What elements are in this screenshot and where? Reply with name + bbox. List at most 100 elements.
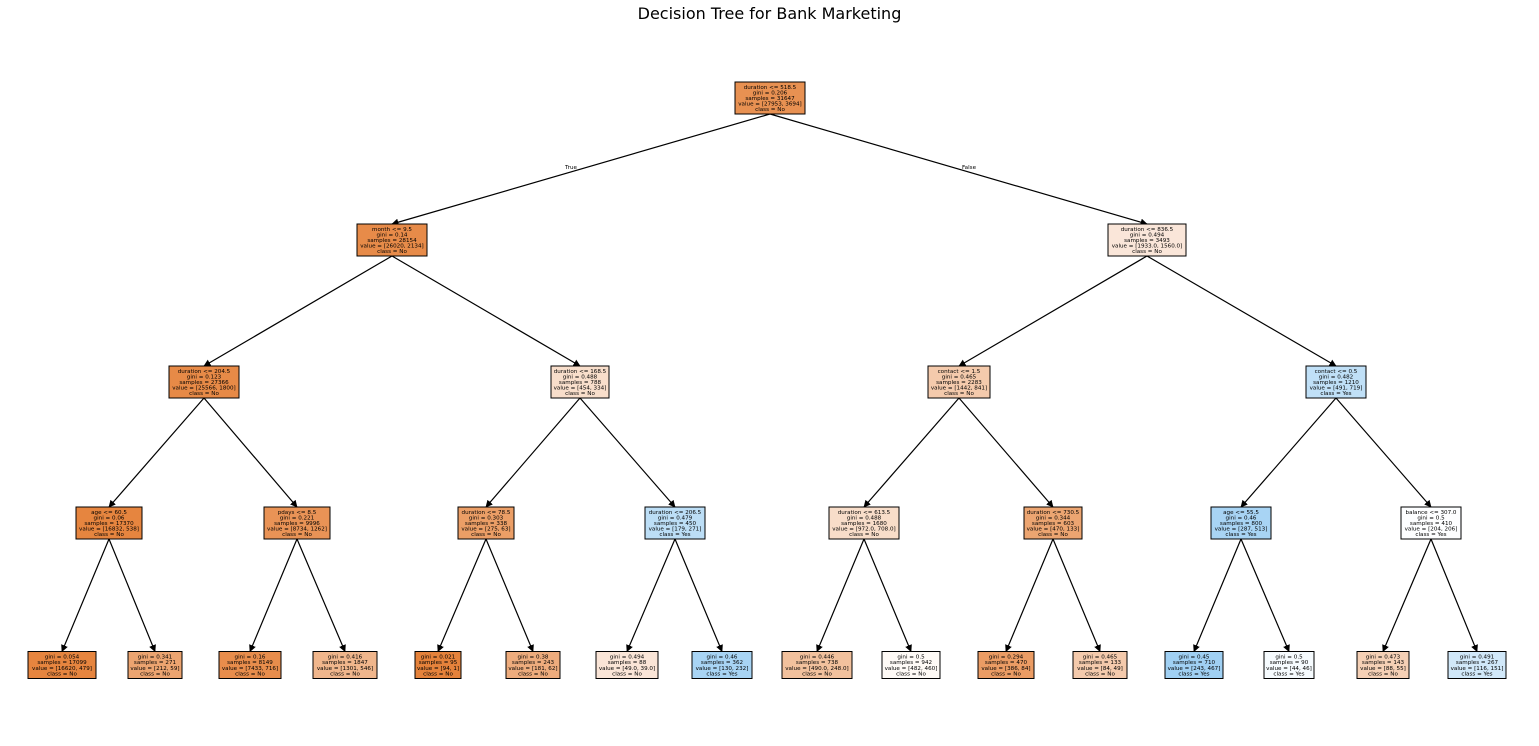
node-text-line: samples = 27366: [179, 380, 229, 386]
edge-n0-n1: [391, 113, 771, 226]
node-box: [781, 651, 853, 679]
node-text-line: gini = 0.341: [138, 655, 173, 661]
node-text-line: gini = 0.488: [847, 515, 882, 521]
node-text-line: value = [482, 460]: [885, 666, 938, 672]
node-text-line: duration <= 518.5: [744, 85, 797, 91]
node-box: [1107, 223, 1187, 257]
node-text-line: gini = 0.294: [989, 655, 1024, 661]
node-text-line: samples = 9996: [274, 521, 320, 527]
edge-n1-n3: [203, 255, 393, 367]
node-text-line: samples = 470: [985, 660, 1028, 666]
node-text-line: class = No: [518, 671, 548, 677]
node-box: [1210, 506, 1272, 540]
edge-n11-n24: [863, 538, 912, 653]
node-text-line: value = [275, 63]: [461, 527, 510, 533]
node-text-line: class = No: [471, 532, 501, 538]
node-text-line: class = No: [235, 671, 265, 677]
node-text-line: balance <= 307.0: [1406, 510, 1457, 516]
edge-n10-n21: [626, 538, 676, 653]
node-text-line: pdays <= 8.5: [278, 510, 317, 516]
node-text-line: gini = 0.303: [469, 515, 504, 521]
node-box: [457, 506, 515, 540]
node-text-line: samples = 143: [1362, 660, 1405, 666]
node-text-line: month <= 9.5: [372, 227, 412, 233]
edge-n0-n2: [769, 113, 1148, 226]
node-text-line: samples = 410: [1410, 521, 1453, 527]
node-text-line: class = No: [140, 671, 170, 677]
node-text-line: value = [1933.0, 1560.0]: [1112, 244, 1183, 250]
edge-n2-n5: [958, 255, 1148, 367]
node-text-line: value = [1301, 546]: [317, 666, 373, 672]
edge-n7-n16: [108, 538, 156, 653]
node-text-line: samples = 8149: [227, 660, 273, 666]
node-text-line: class = Yes: [1320, 391, 1351, 397]
node-text-line: duration <= 78.5: [462, 510, 511, 516]
node-text-line: samples = 942: [890, 660, 932, 666]
edge-n12-n26: [1052, 538, 1101, 653]
node-text-line: duration <= 168.5: [554, 369, 607, 375]
node-box: [75, 506, 143, 540]
edge-label-false: False: [962, 165, 977, 171]
node-box: [1263, 651, 1315, 679]
node-text-line: gini = 0.494: [610, 655, 645, 661]
node-text-line: gini = 0.5: [897, 655, 925, 661]
node-text-line: samples = 17370: [84, 521, 134, 527]
node-text-line: class = Yes: [1178, 671, 1209, 677]
node-text-line: samples = 271: [134, 660, 177, 666]
node-text-line: duration <= 206.5: [649, 510, 702, 516]
node-text-line: value = [26020, 2134]: [360, 244, 423, 250]
node-text-line: gini = 0.446: [800, 655, 835, 661]
node-text-line: class = No: [896, 671, 926, 677]
node-text-line: gini = 0.491: [1460, 655, 1495, 661]
node-text-line: value = [179, 271]: [649, 527, 702, 533]
node-text-line: class = Yes: [1225, 532, 1256, 538]
node-box: [1400, 506, 1462, 540]
edge-n9-n19: [437, 538, 487, 653]
node-text-line: samples = 1210: [1313, 380, 1359, 386]
node-text-line: class = Yes: [659, 532, 690, 538]
node-text-line: contact <= 1.5: [938, 369, 981, 375]
node-text-line: value = [8734, 1262]: [267, 527, 327, 533]
node-text-line: gini = 0.45: [1179, 655, 1210, 661]
edge-n14-n29: [1382, 538, 1432, 653]
node-text-line: value = [1442, 841]: [931, 386, 987, 392]
node-text-line: value = [490.0, 248.0]: [785, 666, 848, 672]
node-box: [881, 651, 941, 679]
node-text-line: samples = 267: [1456, 660, 1499, 666]
edge-n14-n30: [1430, 538, 1478, 653]
node-text-line: value = [491, 719]: [1310, 386, 1363, 392]
node-text-line: samples = 338: [465, 521, 508, 527]
edge-n12-n25: [1005, 538, 1054, 653]
node-text-line: class = Yes: [1461, 671, 1492, 677]
node-box: [1305, 365, 1367, 399]
node-text-line: samples = 788: [559, 380, 602, 386]
node-text-line: class = No: [1085, 671, 1115, 677]
node-text-line: value = [287, 513]: [1215, 527, 1268, 533]
edge-n8-n18: [296, 538, 346, 653]
node-text-line: samples = 1680: [841, 521, 887, 527]
node-text-line: gini = 0.221: [280, 515, 315, 521]
edge-n5-n11: [863, 397, 960, 508]
node-text-line: age <= 55.5: [1223, 510, 1259, 516]
node-text-line: samples = 603: [1032, 521, 1075, 527]
node-text-line: value = [243, 467]: [1168, 666, 1221, 672]
node-box: [356, 223, 428, 257]
node-box: [1447, 651, 1507, 679]
node-text-line: gini = 0.16: [235, 655, 266, 661]
node-text-line: samples = 28154: [367, 238, 417, 244]
node-text-line: value = [972.0, 708.0]: [832, 527, 895, 533]
edge-n1-n4: [391, 255, 581, 367]
node-text-line: class = No: [755, 107, 785, 113]
node-text-line: value = [27953, 3694]: [738, 102, 801, 108]
node-text-line: gini = 0.5: [1275, 655, 1303, 661]
node-text-line: samples = 1847: [322, 660, 368, 666]
